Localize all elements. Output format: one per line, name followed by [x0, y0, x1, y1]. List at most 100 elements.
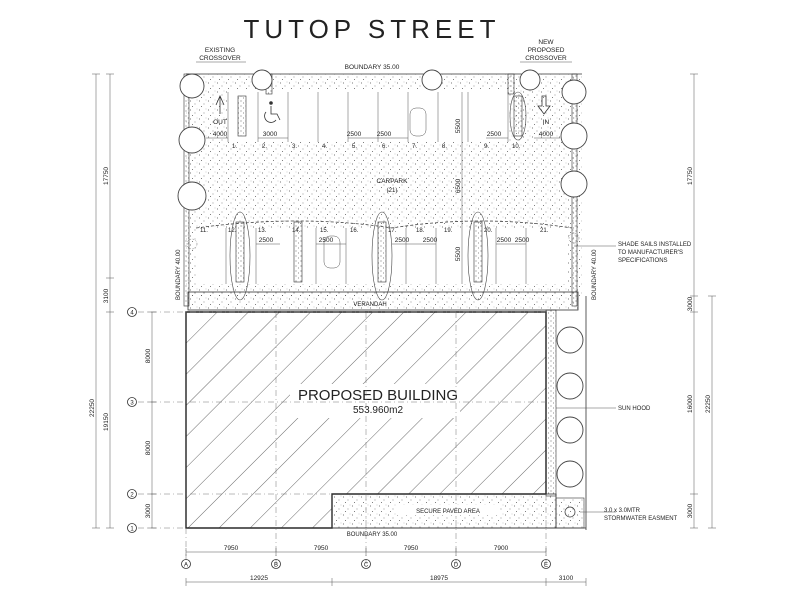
carpark-label: CARPARK	[377, 178, 409, 185]
bay-number: 2.	[262, 144, 267, 150]
tree-icon	[178, 126, 206, 154]
tree-icon	[556, 460, 584, 488]
tree-icon	[556, 372, 584, 400]
street-name: TUTOP STREET	[244, 14, 501, 44]
dim-text: 3100	[559, 575, 574, 582]
dim-text: 18975	[430, 575, 448, 582]
dim-text: 22250	[89, 399, 96, 417]
grid-bubble	[127, 397, 137, 407]
shade-callout-line1: SHADE SAILS INSTALLED	[618, 242, 692, 248]
trees-right	[556, 79, 588, 488]
trees-left	[177, 73, 207, 250]
dim-text: 2500	[423, 237, 438, 244]
grid-bubble-label: E	[544, 563, 548, 569]
top-bay-dimensions: 4000 3000 2500 2500 2500 4000	[206, 131, 560, 139]
grid-bubble-label: 3	[130, 401, 134, 407]
bottom-dimensions: 7950 7950 7950 7900 12925 18975 3100	[185, 545, 587, 586]
right-dimensions: 17750 3000 16000 22250 3000	[687, 73, 716, 529]
bay-number: 11.	[200, 228, 208, 234]
dim-text: 2500	[377, 131, 392, 138]
grid-bubble-label: B	[274, 563, 278, 569]
dim-text: 7950	[404, 545, 419, 552]
bay-number: 9.	[484, 144, 489, 150]
dim-text: 19150	[103, 413, 110, 431]
tree-icon	[251, 69, 273, 91]
dim-text: 3000	[263, 131, 278, 138]
easement-callout-line2: STORMWATER EASMENT	[604, 516, 678, 522]
dim-text: 2500	[487, 131, 502, 138]
dim-text: 4000	[213, 131, 228, 138]
secure-paved-label: SECURE PAVED AREA	[416, 509, 480, 515]
building-title: PROPOSED BUILDING	[298, 387, 458, 404]
top-parking-row	[228, 90, 508, 142]
stormwater-pit-icon	[564, 506, 576, 518]
grid-bubble	[451, 559, 461, 569]
row-grid-bubbles: 4 3 2 1	[127, 307, 137, 533]
new-crossover-line2: PROPOSED	[528, 47, 565, 54]
tree-icon	[560, 122, 588, 150]
right-boundary-label: BOUNDARY 40.00	[592, 249, 598, 300]
tree-icon	[561, 79, 587, 105]
existing-crossover-line1: EXISTING	[205, 47, 235, 54]
dim-text: 2500	[515, 237, 530, 244]
bay-number: 1.	[232, 144, 237, 150]
out-arrow-icon	[215, 95, 225, 114]
sun-hood-callout: SUN HOOD	[618, 406, 651, 412]
shade-callout-line3: SPECIFICATIONS	[618, 258, 668, 264]
grid-bubble	[127, 523, 137, 533]
dim-text: 17750	[103, 167, 110, 185]
tree-icon	[421, 69, 443, 91]
tree-icon	[179, 73, 205, 99]
building-area: 553.960m2	[353, 405, 403, 416]
bay-number: 6.	[382, 144, 387, 150]
bay-number: 17.	[388, 228, 397, 234]
bottom-boundary-label: BOUNDARY 35.00	[347, 532, 398, 538]
dim-text: 3100	[103, 288, 110, 303]
grid-lines-horizontal	[138, 311, 546, 529]
tree-icon	[519, 69, 541, 91]
dim-text: 7950	[314, 545, 329, 552]
bay-number: 13.	[258, 228, 267, 234]
trees-top	[251, 69, 541, 91]
building-label-bg	[290, 384, 460, 418]
dim-text: 5500	[455, 246, 462, 261]
dim-text: 7950	[224, 545, 239, 552]
grid-bubble	[127, 307, 137, 317]
dim-text: 8000	[145, 440, 152, 455]
bay-number: 10.	[512, 144, 521, 150]
bay-number: 3.	[292, 144, 297, 150]
dim-text: 12925	[250, 575, 268, 582]
parked-car-icon-lower	[323, 235, 341, 269]
bay-number: 8.	[442, 144, 447, 150]
column-grid-bubbles: A B C D E	[181, 559, 551, 569]
bay-number: 16.	[350, 228, 359, 234]
left-dimensions: 17750 3100 22250 19150 8000 8000 3000	[89, 73, 156, 529]
dim-text: 5500	[455, 118, 462, 133]
new-crossover-line3: CROSSOVER	[525, 55, 567, 62]
tree-icon	[560, 170, 588, 198]
left-boundary-label: BOUNDARY 40.00	[176, 249, 182, 300]
grid-bubble	[541, 559, 551, 569]
grid-bubble	[127, 489, 137, 499]
grid-bubble	[181, 559, 191, 569]
shade-callout-line2: TO MANUFACTURER'S	[618, 250, 683, 256]
top-bay-numbers: 1. 2. 3. 4. 5. 6. 7. 8. 9. 10.	[232, 144, 521, 150]
existing-crossover-line2: CROSSOVER	[199, 55, 241, 62]
grid-bubble-label: D	[454, 563, 459, 569]
right-side-strip	[545, 309, 557, 497]
bottom-bay-lines	[225, 228, 527, 284]
dim-text: 3000	[687, 503, 694, 518]
bay-number: 7.	[412, 144, 417, 150]
dim-text: 2500	[259, 237, 274, 244]
dim-text: 22250	[705, 395, 712, 413]
grid-bubble	[361, 559, 371, 569]
dim-text: 16000	[687, 395, 694, 413]
dim-text: 2500	[319, 237, 334, 244]
easement-callout-line1: 3.0 x 3.0MTR	[604, 508, 641, 514]
shade-sail-icon	[509, 91, 527, 141]
dim-text: 17750	[687, 167, 694, 185]
tree-icon	[556, 326, 584, 354]
new-crossover-line1: NEW	[538, 39, 554, 46]
bottom-bay-dimensions: 2500 2500 2500 2500 2500 2500	[256, 237, 530, 245]
bay-number: 12.	[228, 228, 237, 234]
